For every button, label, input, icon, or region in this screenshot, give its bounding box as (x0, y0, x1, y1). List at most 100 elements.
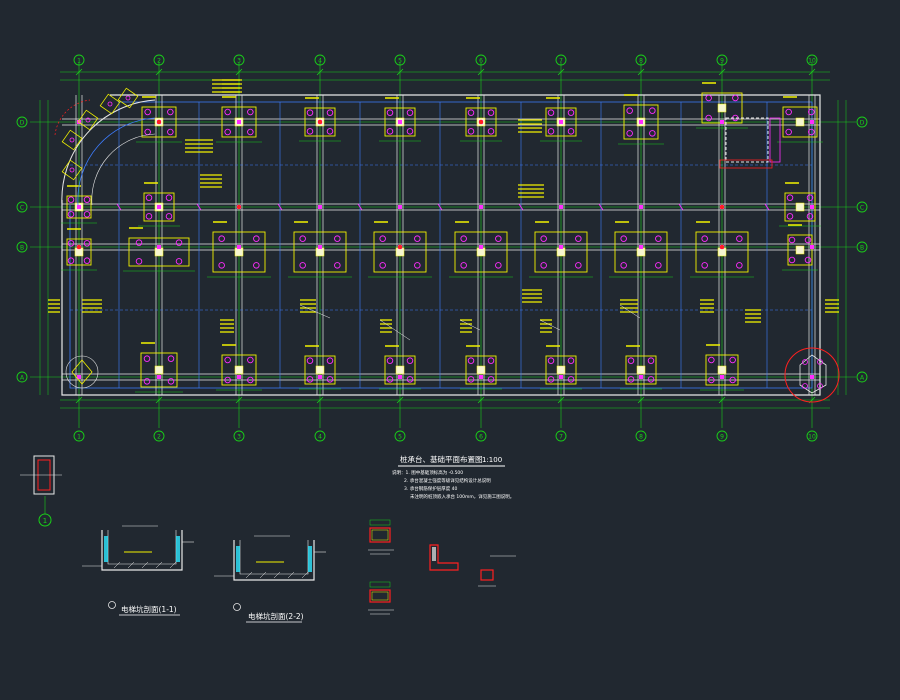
pile-marker (165, 213, 173, 220)
axis-bubble-row (856, 116, 868, 128)
pile-cap (304, 107, 336, 137)
beam-section-1 (369, 527, 391, 543)
pile-marker (386, 128, 394, 135)
pile-marker (547, 357, 555, 364)
axis-bubble-col (806, 430, 818, 442)
curved-pile-cap (61, 129, 83, 151)
pile-marker (306, 128, 314, 135)
pile-marker (701, 262, 708, 269)
axis-bubble-label: A (860, 375, 865, 382)
pile-cap (465, 107, 497, 137)
pile-marker (806, 194, 814, 201)
pit-section-1-rebar (176, 536, 180, 562)
pile-marker (165, 194, 173, 201)
pile-marker (808, 128, 815, 136)
pile-marker (575, 235, 582, 242)
intersection-mark (157, 375, 161, 379)
pile-marker (467, 376, 475, 383)
drawing-scale: 1:100 (482, 456, 502, 464)
section-1-bubble (108, 601, 116, 609)
pile-marker (218, 235, 225, 242)
l-column-section (429, 544, 459, 571)
section-1-label: 电梯坑剖面(1-1) (121, 604, 177, 614)
pile-marker (804, 256, 812, 264)
pile-marker (306, 376, 314, 383)
axis-bubble-label: 3 (237, 434, 241, 441)
axis-bubble-row (856, 241, 868, 253)
axis-bubble-col (475, 54, 487, 66)
pile-marker (83, 257, 91, 264)
dimension-tick (557, 68, 565, 76)
pile-marker (547, 128, 555, 135)
axis-bubble-label: 8 (639, 434, 643, 441)
axis-bubble-col (314, 430, 326, 442)
red-node (317, 119, 323, 125)
axis-bubble-col (314, 54, 326, 66)
axis-bubble-label: 7 (559, 58, 563, 65)
pile-marker (701, 235, 708, 242)
dimension-tick (718, 68, 726, 76)
beam-section-1-top (369, 519, 391, 526)
axis-bubble-row (16, 371, 28, 383)
column-stub (154, 365, 164, 375)
pile-marker (567, 357, 575, 364)
beam-tick (357, 203, 363, 211)
column-stub (154, 247, 164, 257)
pile-marker (708, 356, 715, 364)
axis-bubble-label: D (860, 120, 865, 127)
pile-marker (224, 128, 231, 136)
axis-bubble-label: 1 (77, 434, 81, 441)
column-stub (395, 365, 405, 375)
corner-cap-right (784, 347, 840, 403)
pile-marker (627, 357, 635, 364)
intersection-mark (810, 205, 814, 209)
note-line-3: 3. 承台钢筋保护层厚度 40 (404, 485, 458, 492)
dimension-tick (557, 396, 565, 404)
intersection-mark (639, 120, 643, 124)
pile-marker (253, 235, 260, 242)
dimension-tick (396, 396, 404, 404)
intersection-mark (720, 375, 724, 379)
intersection-mark (559, 205, 563, 209)
dimension-tick (235, 68, 243, 76)
pile-marker (386, 376, 394, 383)
pile-marker (83, 240, 91, 247)
intersection-mark (318, 205, 322, 209)
intersection-mark (810, 245, 814, 249)
pile-cap (212, 231, 266, 273)
pile-cap (625, 355, 657, 385)
pile-marker (729, 376, 736, 384)
elevator-edge (719, 159, 773, 169)
column-stub (234, 247, 244, 257)
column-stub (636, 365, 646, 375)
corner-cap-left-shape (71, 359, 93, 385)
curved-pile-cap (117, 87, 139, 109)
pile-marker (85, 117, 91, 123)
pile-marker (487, 128, 495, 135)
pile-marker (224, 376, 231, 384)
pit-section-1-hatch (155, 561, 163, 569)
axis-bubble-label: 5 (398, 434, 402, 441)
axis-bubble-col (73, 54, 85, 66)
axis-bubble-label: 4 (318, 58, 322, 65)
section-2-label: 电梯坑剖面(2-2) (248, 611, 304, 621)
curved-wall-inner (77, 117, 156, 206)
pit-section-2-hatch (245, 571, 253, 579)
pile-marker (655, 262, 662, 269)
axis-bubble-label: B (20, 245, 24, 252)
leader-line (379, 319, 411, 341)
pile-cap (614, 231, 668, 273)
drawing-title: 桩承台、基础平面布置图 (400, 454, 483, 464)
dimension-tick (718, 396, 726, 404)
column-stub (636, 247, 646, 257)
pile-marker (67, 196, 75, 203)
pile-marker (802, 383, 808, 389)
pile-marker (175, 258, 183, 265)
column-stub (795, 117, 805, 127)
pile-cap (384, 355, 416, 385)
axis-bubble-label: C (860, 205, 864, 212)
column-stub (476, 365, 486, 375)
pile-cap (787, 234, 813, 266)
pile-marker (729, 356, 736, 364)
axis-bubble-row (16, 201, 28, 213)
